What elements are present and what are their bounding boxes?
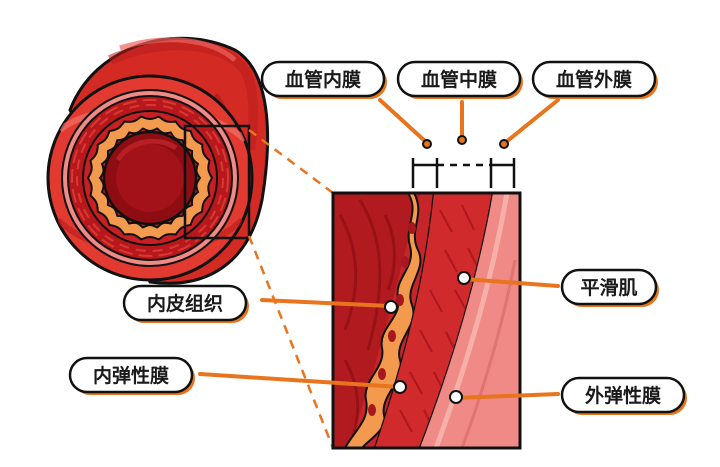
layer-brackets — [411, 158, 516, 188]
vessel-cross-section — [46, 36, 270, 285]
label-intima: 血管内膜 — [260, 60, 387, 99]
label-adventitia-text: 血管外膜 — [556, 68, 632, 91]
zoomed-wall-panel — [331, 191, 522, 450]
label-endothelium: 内皮组织 — [122, 284, 249, 323]
label-external-elastic-text: 外弹性膜 — [585, 384, 661, 407]
label-adventitia: 血管外膜 — [531, 60, 658, 99]
leader-lines — [198, 98, 560, 400]
label-internal-elastic-text: 内弹性膜 — [93, 364, 169, 387]
label-smooth-muscle: 平滑肌 — [560, 268, 659, 307]
label-internal-elastic: 内弹性膜 — [68, 356, 195, 395]
label-external-elastic: 外弹性膜 — [560, 376, 687, 415]
marker-dots — [384, 135, 509, 404]
label-smooth-muscle-text: 平滑肌 — [580, 277, 637, 299]
label-intima-text: 血管内膜 — [285, 68, 361, 91]
label-endothelium-text: 内皮组织 — [147, 292, 223, 315]
label-media: 血管中膜 — [396, 60, 523, 99]
zoom-guide-lines — [247, 129, 335, 449]
label-media-text: 血管中膜 — [421, 68, 497, 91]
zoom-selection-box — [183, 124, 251, 240]
